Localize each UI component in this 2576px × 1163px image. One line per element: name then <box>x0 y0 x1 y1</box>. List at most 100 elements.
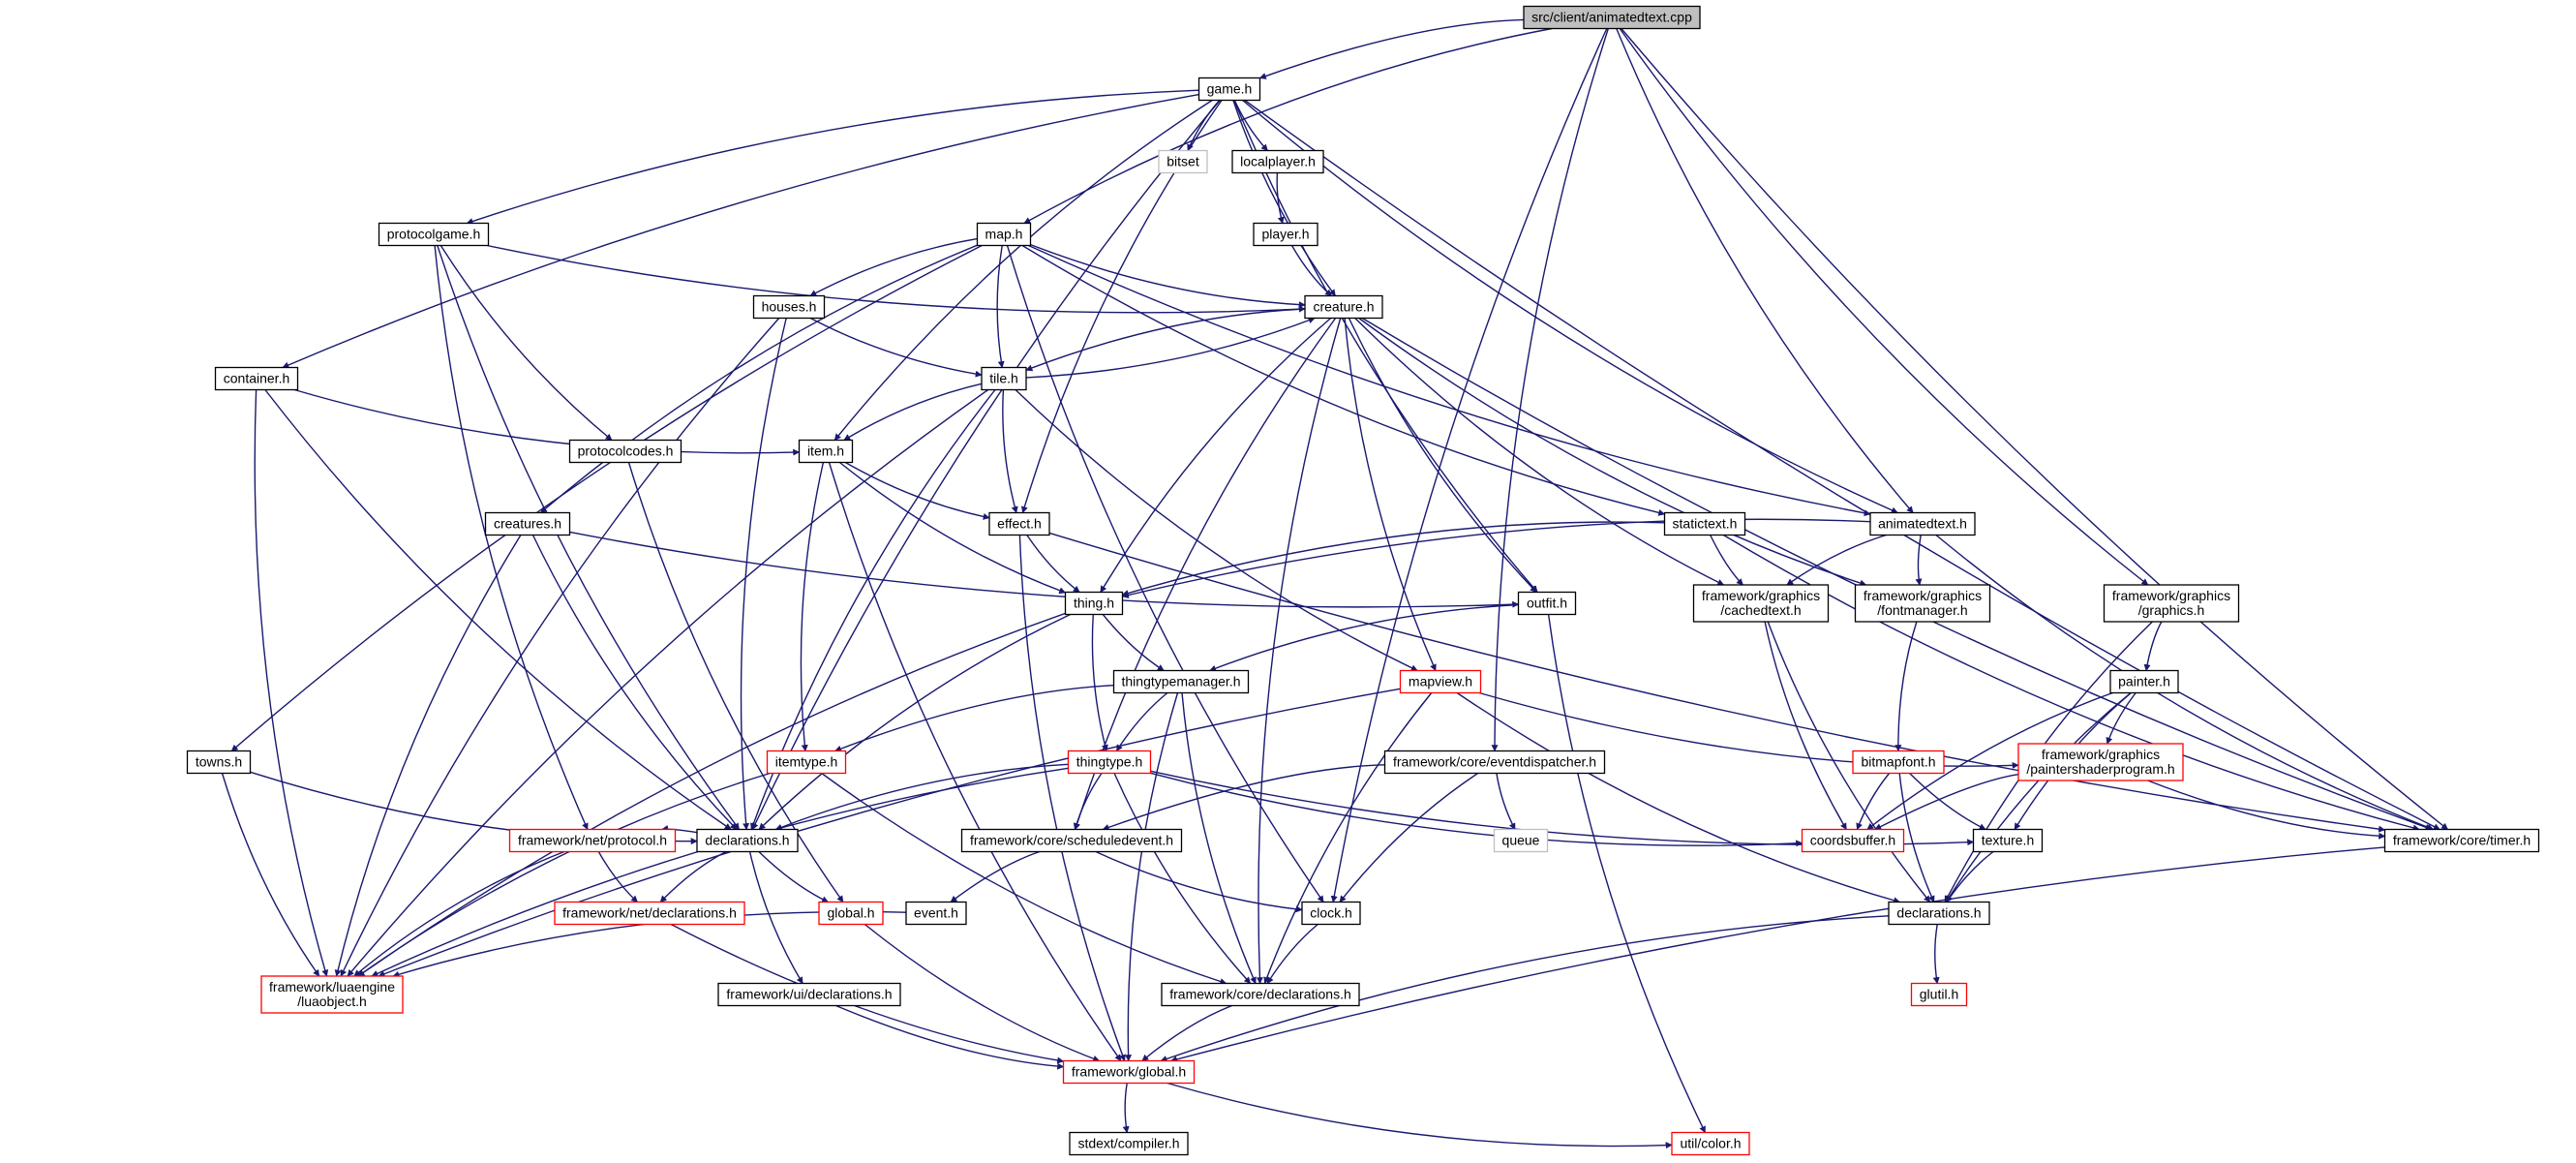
node-creature-h[interactable]: creature.h <box>1304 294 1383 320</box>
edge-creature_h-to-outfit_h <box>1348 318 1537 594</box>
node-item-h[interactable]: item.h <box>798 439 854 464</box>
node-cachedtext-h[interactable]: framework/graphics/cachedtext.h <box>1692 584 1830 623</box>
node-event-h[interactable]: event.h <box>905 901 967 926</box>
node-player-h[interactable]: player.h <box>1253 222 1318 247</box>
node-net-protocol-h[interactable]: framework/net/protocol.h <box>508 828 677 853</box>
node-outfit-h[interactable]: outfit.h <box>1517 591 1577 616</box>
node-graphics-h[interactable]: framework/graphics/graphics.h <box>2103 584 2240 623</box>
node-label: animatedtext.h <box>1878 516 1967 532</box>
node-box <box>214 366 299 391</box>
edge-paintershaderprogram_h-to-coordsbuffer_h <box>1874 774 2019 831</box>
node-glutil-h[interactable]: glutil.h <box>1910 982 1968 1007</box>
node-label: framework/core/eventdispatcher.h <box>1393 754 1596 770</box>
node-protocolcodes-h[interactable]: protocolcodes.h <box>568 439 682 464</box>
node-luaobject-h[interactable]: framework/luaengine/luaobject.h <box>260 975 404 1014</box>
edge-protocolgame_h-to-protocolcodes_h <box>439 245 613 442</box>
edge-map_h-to-tile_h <box>996 245 1005 369</box>
node-box <box>1671 1131 1750 1156</box>
node-net-declarations-h[interactable]: framework/net/declarations.h <box>554 901 745 926</box>
edge-painter_h-to-gfx_declarations_h <box>1945 691 2132 903</box>
edge-localplayer_h-to-player_h <box>1276 172 1285 225</box>
node-animatedtext-h[interactable]: animatedtext.h <box>1869 511 1976 536</box>
edge-gfx_declarations_h-to-framework_global_h <box>1160 915 1890 1062</box>
node-color-h[interactable]: util/color.h <box>1671 1131 1750 1156</box>
node-box <box>1304 294 1383 320</box>
edge-container_h-to-luaobject_h <box>254 389 329 977</box>
edge-container_h-to-item_h <box>294 388 801 456</box>
node-bitmapfont-h[interactable]: bitmapfont.h <box>1852 750 1945 775</box>
node-label: /graphics.h <box>2138 602 2204 618</box>
edge-net_protocol_h-to-luaobject_h <box>353 850 565 977</box>
node-box <box>1692 584 1830 623</box>
node-queue[interactable]: queue <box>1493 828 1549 853</box>
node-bitset[interactable]: bitset <box>1158 149 1208 174</box>
node-box <box>2103 584 2240 623</box>
node-compiler-h[interactable]: stdext/compiler.h <box>1069 1131 1189 1156</box>
node-texture-h[interactable]: texture.h <box>1972 828 2044 853</box>
node-box <box>554 901 745 926</box>
node-label: framework/graphics <box>2042 747 2160 762</box>
node-ui-declarations-h[interactable]: framework/ui/declarations.h <box>717 982 901 1007</box>
node-creatures-h[interactable]: creatures.h <box>484 511 571 536</box>
node-core-declarations-h[interactable]: framework/core/declarations.h <box>1161 982 1360 1007</box>
edge-creature_h-to-thing_h <box>1100 317 1332 594</box>
edge-map_h-to-creatures_h <box>539 244 978 514</box>
node-declarations-h[interactable]: declarations.h <box>696 828 799 853</box>
edge-game_h-to-declarations_h <box>751 100 1221 831</box>
node-painter-h[interactable]: painter.h <box>2109 669 2179 694</box>
node-timer-h[interactable]: framework/core/timer.h <box>2383 828 2540 853</box>
edge-creatures_h-to-outfit_h <box>569 531 1520 608</box>
node-mapview-h[interactable]: mapview.h <box>1399 669 1482 694</box>
edge-declarations_h-to-net_declarations_h <box>659 850 727 903</box>
node-thingtypemanager-h[interactable]: thingtypemanager.h <box>1112 669 1250 694</box>
node-tile-h[interactable]: tile.h <box>981 366 1027 391</box>
edge-effect_h-to-thing_h <box>1026 535 1080 594</box>
edge-thing_h-to-declarations_h <box>758 613 1071 831</box>
node-global-h[interactable]: global.h <box>818 901 884 926</box>
node-animatedtext-cpp[interactable]: src/client/animatedtext.cpp <box>1523 5 1701 30</box>
node-itemtype-h[interactable]: itemtype.h <box>766 750 847 775</box>
node-box <box>260 975 404 1014</box>
node-label: clock.h <box>1310 905 1352 921</box>
node-houses-h[interactable]: houses.h <box>752 294 826 320</box>
node-scheduledevent-h[interactable]: framework/core/scheduledevent.h <box>960 828 1183 853</box>
edge-thingtypemanager_h-to-itemtype_h <box>834 685 1114 752</box>
node-effect-h[interactable]: effect.h <box>988 511 1050 536</box>
node-thingtype-h[interactable]: thingtype.h <box>1067 750 1152 775</box>
node-clock-h[interactable]: clock.h <box>1301 901 1361 926</box>
edge-animatedtext_cpp-to-graphics_h <box>1619 28 2149 586</box>
node-label: protocolgame.h <box>387 227 481 242</box>
node-protocolgame-h[interactable]: protocolgame.h <box>378 222 490 247</box>
edge-mapview_h-to-core_declarations_h <box>1263 692 1433 985</box>
node-container-h[interactable]: container.h <box>214 366 299 391</box>
edge-map_h-to-creature_h <box>1030 243 1306 309</box>
node-framework-global-h[interactable]: framework/global.h <box>1062 1059 1196 1085</box>
edge-mapview_h-to-gfx_declarations_h <box>1456 691 1901 904</box>
edge-game_h-to-timer_h <box>1244 99 2440 831</box>
node-map-h[interactable]: map.h <box>976 222 1032 247</box>
node-towns-h[interactable]: towns.h <box>186 750 252 775</box>
edge-itemtype_h-to-luaobject_h <box>357 772 771 977</box>
node-box <box>766 750 847 775</box>
edge-bitmapfont_h-to-gfx_declarations_h <box>1898 773 1935 903</box>
edge-scheduledevent_h-to-event_h <box>950 850 1041 903</box>
node-eventdispatcher-h[interactable]: framework/core/eventdispatcher.h <box>1383 750 1606 775</box>
node-statictext-h[interactable]: statictext.h <box>1663 511 1746 536</box>
node-thing-h[interactable]: thing.h <box>1064 591 1124 616</box>
node-gfx-declarations-h[interactable]: declarations.h <box>1888 901 1990 926</box>
node-box <box>1852 750 1945 775</box>
node-localplayer-h[interactable]: localplayer.h <box>1231 149 1324 174</box>
node-coordsbuffer-h[interactable]: coordsbuffer.h <box>1801 828 1905 853</box>
edge-protocolgame_h-to-net_protocol_h <box>434 245 589 831</box>
node-fontmanager-h[interactable]: framework/graphics/fontmanager.h <box>1854 584 1991 623</box>
node-label: framework/core/declarations.h <box>1169 987 1351 1002</box>
node-box <box>1517 591 1577 616</box>
edge-thingtypemanager_h-to-framework_global_h <box>1125 692 1179 1062</box>
node-paintershaderprogram-h[interactable]: framework/graphics/paintershaderprogram.… <box>2017 743 2184 781</box>
node-game-h[interactable]: game.h <box>1197 77 1261 102</box>
edge-itemtype_h-to-core_declarations_h <box>821 772 1227 985</box>
node-box <box>1197 77 1261 102</box>
edge-animatedtext_cpp-to-eventdispatcher_h <box>1491 28 1609 752</box>
node-box <box>717 982 901 1007</box>
node-box <box>1854 584 1991 623</box>
